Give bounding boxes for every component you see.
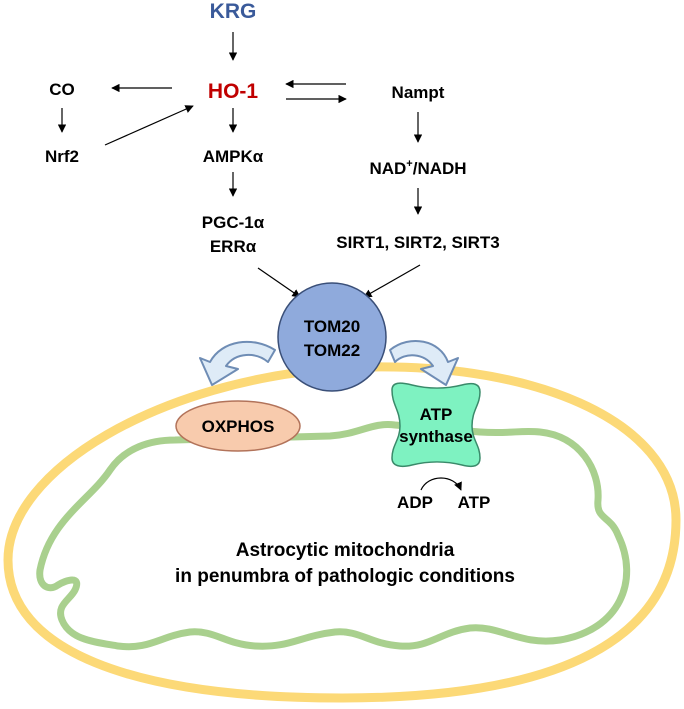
sirt-label: SIRT1, SIRT2, SIRT3: [336, 233, 499, 252]
nampt-label: Nampt: [392, 83, 445, 102]
adp-to-atp-arrow: [420, 477, 462, 491]
tom-complex: [277, 282, 387, 392]
co-label: CO: [49, 80, 75, 99]
oxphos-complex: [175, 400, 301, 452]
inner-membrane: [36, 421, 631, 651]
atp-label: ATP: [458, 493, 491, 512]
nrf2-label: Nrf2: [45, 147, 79, 166]
ampk-label: AMPKα: [203, 147, 264, 166]
erra-label: ERRα: [210, 237, 257, 256]
atp-synthase-complex: [391, 382, 481, 468]
atp-synthase-label-1: ATP: [420, 405, 453, 424]
arrow-pgc1a-to-tom: [257, 267, 301, 298]
tom22-label: TOM22: [304, 341, 360, 360]
pgc1a-label: PGC-1α: [202, 213, 265, 232]
ho1-label: HO-1: [208, 80, 258, 103]
curved-arrow-right-icon: [389, 340, 459, 386]
caption-line-1: Astrocytic mitochondria: [236, 540, 455, 561]
tom20-label: TOM20: [304, 317, 360, 336]
adp-label: ADP: [397, 493, 433, 512]
curved-arrow-left-icon: [199, 340, 276, 386]
arrow-nrf2-to-ho1: [104, 105, 194, 146]
outer-membrane: [3, 362, 681, 703]
krg-label: KRG: [210, 0, 257, 23]
atp-synthase-label-2: synthase: [399, 427, 473, 446]
oxphos-label: OXPHOS: [202, 417, 275, 436]
nad-label: NAD+/NADH: [369, 158, 466, 178]
caption-line-2: in penumbra of pathologic conditions: [175, 566, 515, 587]
arrow-sirt-to-tom: [363, 264, 421, 298]
